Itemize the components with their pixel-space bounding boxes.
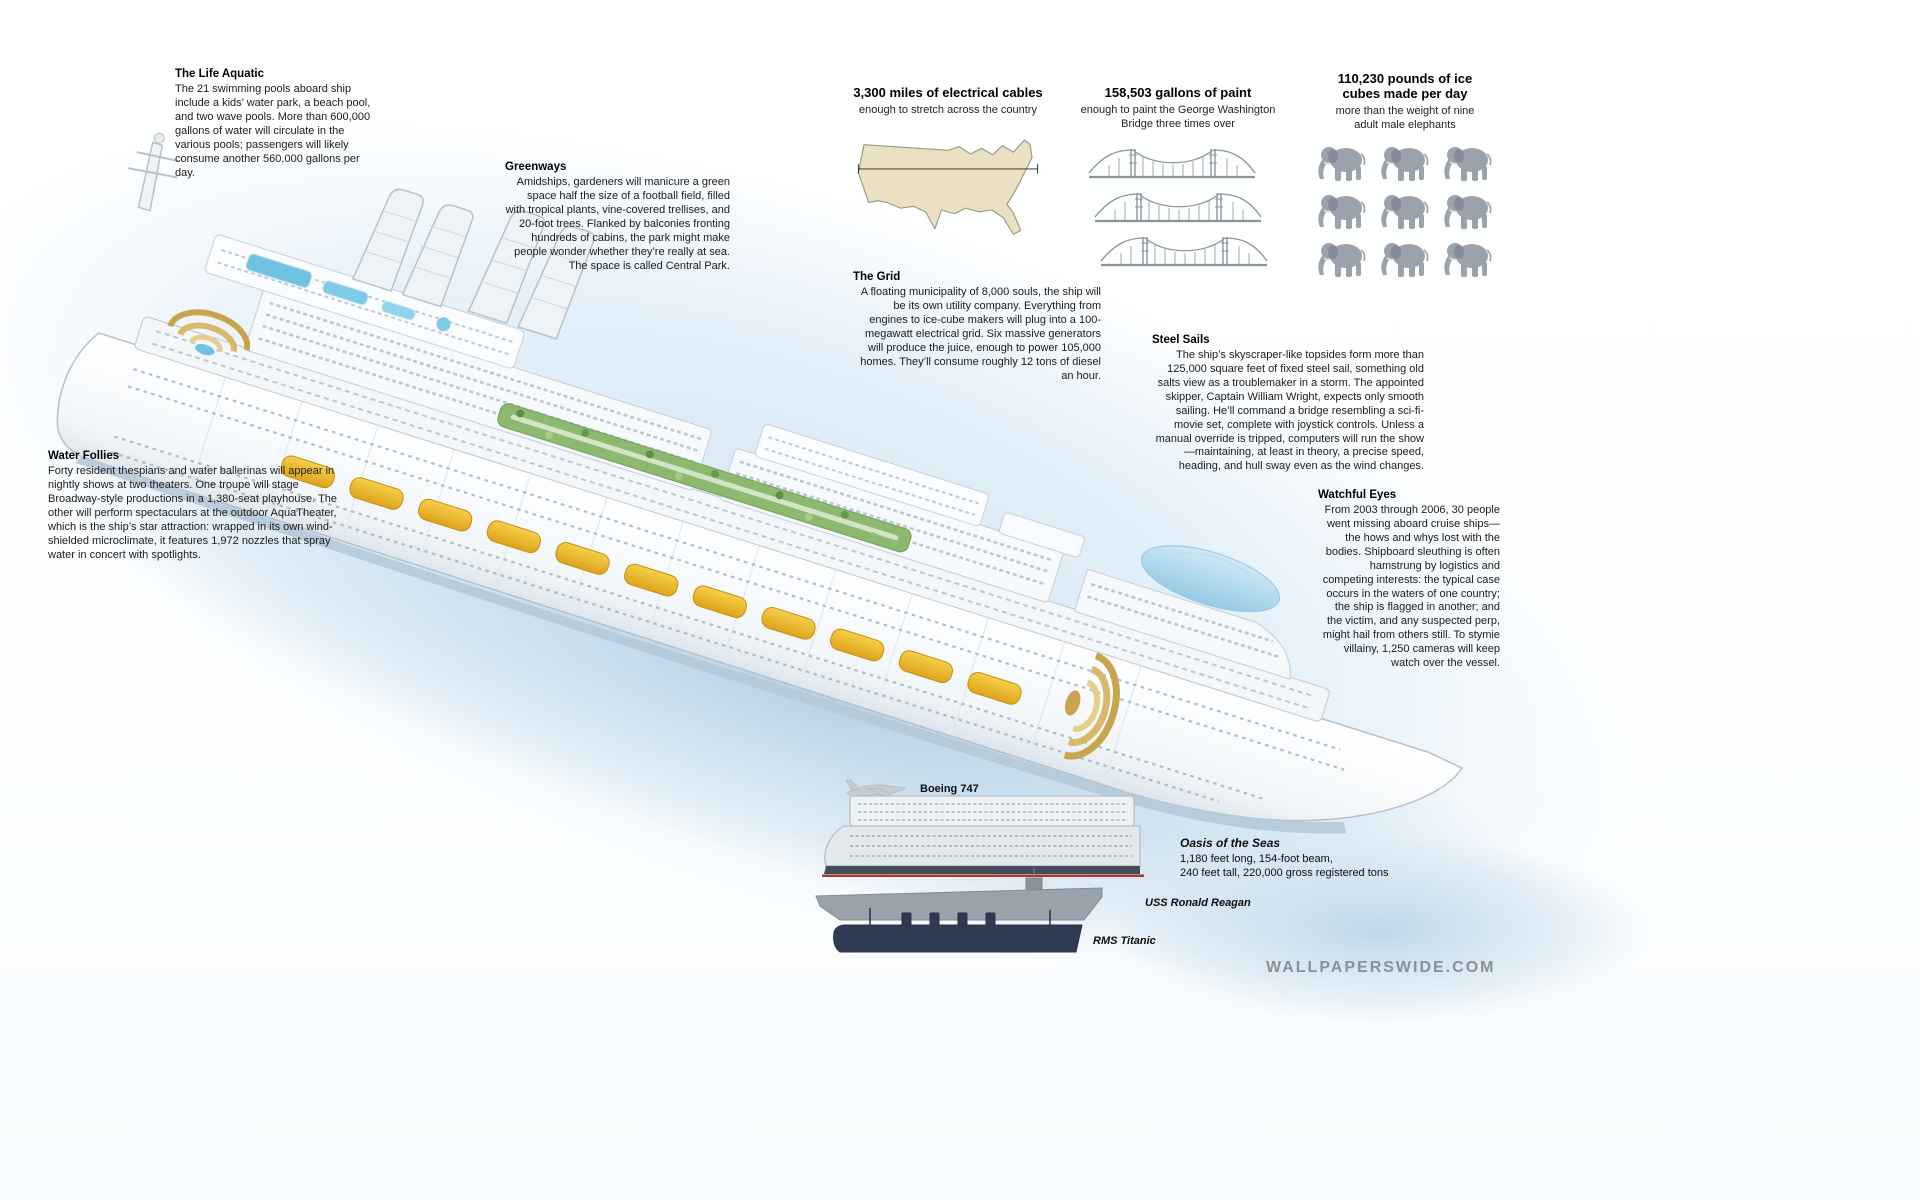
central-park: [497, 403, 912, 553]
aquatheater: [167, 309, 251, 356]
note-life-aquatic-body: The 21 swimming pools aboard ship includ…: [175, 83, 371, 179]
lifeboats: [280, 455, 1022, 705]
funnels: [351, 188, 595, 340]
stat-electrical-cables: 3,300 miles of electrical cables enough …: [836, 85, 1060, 238]
stat-electrical-cables-title: 3,300 miles of electrical cables: [853, 85, 1043, 100]
ship-body: [56, 132, 1464, 834]
note-steel-sails: Steel Sails The ship’s skyscraper-like t…: [1152, 333, 1424, 474]
note-water-follies: Water Follies Forty resident thespians a…: [48, 449, 348, 562]
suspension-bridge-icon: [1068, 139, 1288, 277]
oasis-silhouette: [822, 795, 1144, 877]
oasis-waterline: [822, 874, 1144, 877]
note-water-follies-title: Water Follies: [48, 450, 120, 462]
solarium-glass: [1140, 545, 1281, 613]
note-greenways-title: Greenways: [505, 161, 567, 173]
note-watchful-eyes: Watchful Eyes From 2003 through 2006, 30…: [1318, 488, 1500, 671]
bow-theater: [1063, 652, 1120, 760]
note-steel-sails-title: Steel Sails: [1152, 334, 1210, 346]
oasis-name-label: Oasis of the Seas: [1180, 836, 1281, 850]
note-the-grid: The Grid A floating municipality of 8,00…: [853, 270, 1101, 383]
stat-gallons-of-paint: 158,503 gallons of paint enough to paint…: [1068, 85, 1288, 277]
note-life-aquatic: The Life Aquatic The 21 swimming pools a…: [175, 67, 375, 180]
note-watchful-eyes-body: From 2003 through 2006, 30 people went m…: [1322, 504, 1500, 669]
usa-map-icon: [836, 126, 1060, 238]
uss-ronald-reagan-silhouette: [815, 868, 1103, 921]
stat-ice-cubes-title: 110,230 pounds of ice cubes made per day: [1337, 71, 1473, 101]
note-greenways: Greenways Amidships, gardeners will mani…: [505, 160, 730, 273]
size-comparison-diagram: [815, 779, 1144, 953]
note-watchful-eyes-title: Watchful Eyes: [1318, 489, 1397, 501]
pools: [245, 253, 451, 332]
deck-block-bow: [1073, 568, 1291, 680]
note-greenways-body: Amidships, gardeners will manicure a gre…: [505, 176, 730, 272]
note-water-follies-body: Forty resident thespians and water balle…: [48, 465, 338, 561]
note-the-grid-title: The Grid: [853, 271, 901, 283]
note-steel-sails-body: The ship’s skyscraper-like topsides form…: [1155, 349, 1424, 473]
oasis-spec-line2: 240 feet tall, 220,000 gross registered …: [1180, 867, 1389, 879]
watermark: WALLPAPERSWIDE.COM: [1266, 959, 1496, 976]
elephant-grid-icon: [1295, 140, 1515, 280]
rms-titanic-label: RMS Titanic: [1093, 935, 1156, 947]
stern-mast: [127, 132, 179, 212]
boeing-747-label: Boeing 747: [920, 783, 979, 795]
stat-ice-cubes: 110,230 pounds of ice cubes made per day…: [1295, 71, 1515, 280]
oasis-spec-line1: 1,180 feet long, 154-foot beam,: [1180, 853, 1333, 865]
rms-titanic-silhouette: [833, 908, 1083, 953]
stat-gallons-of-paint-title: 158,503 gallons of paint: [1104, 85, 1252, 100]
uss-ronald-reagan-label: USS Ronald Reagan: [1145, 897, 1251, 909]
stat-gallons-of-paint-subtitle: enough to paint the George Washington Br…: [1080, 103, 1276, 130]
stat-electrical-cables-subtitle: enough to stretch across the country: [859, 103, 1037, 116]
note-the-grid-body: A floating municipality of 8,000 souls, …: [860, 286, 1101, 382]
stat-ice-cubes-subtitle: more than the weight of nine adult male …: [1335, 104, 1475, 131]
note-life-aquatic-title: The Life Aquatic: [175, 68, 265, 80]
